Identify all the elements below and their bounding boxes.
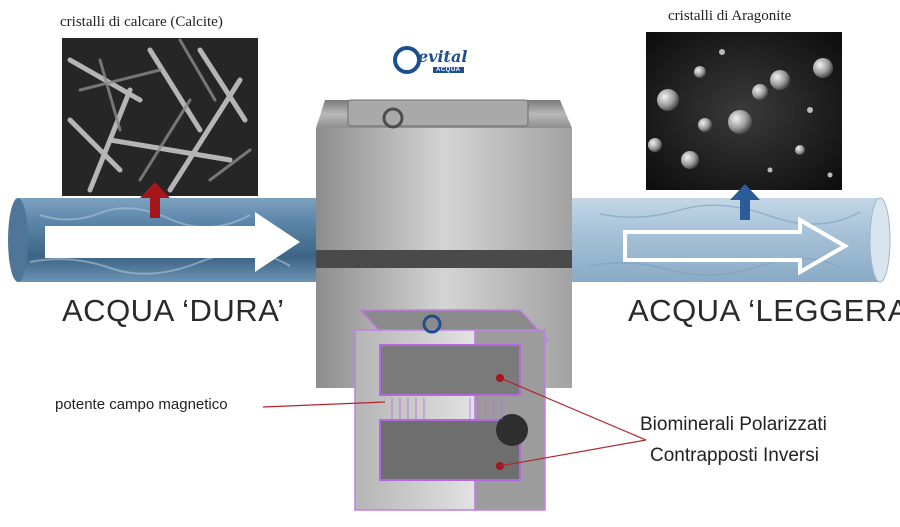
calcite-crystals-image — [62, 38, 258, 196]
pipe-light-water-texture — [589, 204, 861, 276]
leader-biominerals-bottom — [499, 439, 647, 467]
logo-swirl-icon — [393, 46, 421, 74]
light-water-label: ACQUA ‘LEGGERA’ — [628, 293, 900, 328]
magnetic-field-label: potente campo magnetico — [55, 396, 228, 413]
hard-water-label: ACQUA ‘DURA’ — [62, 293, 285, 328]
cutaway-view — [354, 309, 550, 511]
biominerals-label-line1: Biominerali Polarizzati — [640, 414, 827, 435]
pipe-left-end — [8, 198, 28, 282]
device-logo-swirl-icon — [382, 107, 404, 129]
pipe-light-water-section — [570, 198, 880, 282]
flow-arrow-light — [623, 216, 849, 276]
logo-wordmark: evital — [418, 47, 468, 66]
leader-biominerals-top — [499, 377, 647, 441]
calcite-caption: cristalli di calcare (Calcite) — [60, 14, 223, 30]
leader-magnetic-field — [262, 401, 386, 408]
up-arrow-red — [140, 182, 170, 218]
up-arrow-blue — [730, 184, 760, 220]
cutaway-logo-swirl-icon — [422, 314, 442, 334]
biominerals-label-line2: Contrapposti Inversi — [650, 445, 819, 466]
device-upper-half — [316, 128, 572, 250]
flow-arrow-hard — [45, 212, 300, 272]
device-top-plate — [347, 99, 529, 127]
logo-subtitle: ACQUA — [433, 67, 464, 73]
device-gap — [316, 250, 572, 268]
aragonite-crystals-image — [646, 32, 842, 190]
pipe-right-end — [869, 197, 891, 283]
aragonite-caption: cristalli di Aragonite — [668, 8, 792, 24]
